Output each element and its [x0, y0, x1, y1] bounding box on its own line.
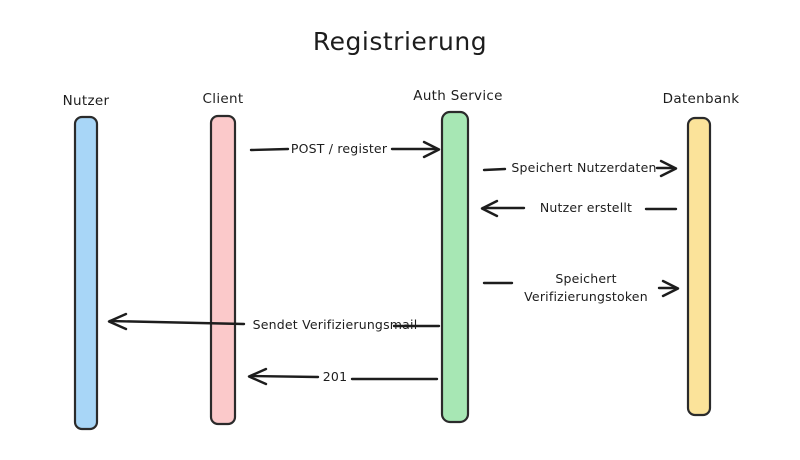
- message-post-register[interactable]: POST / register: [249, 140, 441, 159]
- message-label: POST / register: [291, 141, 388, 156]
- arrow-head-right-icon: [661, 279, 680, 298]
- message-speichert-nutzerdaten[interactable]: Speichert Nutzerdaten: [482, 159, 678, 178]
- arrow-head-left-icon: [247, 367, 268, 386]
- participant-label-client: Client: [203, 91, 244, 107]
- message-nutzer-erstellt[interactable]: Nutzer erstellt: [480, 199, 678, 218]
- message-line: [108, 319, 246, 326]
- participant-label-auth-service: Auth Service: [413, 88, 502, 104]
- arrow-head-right-icon: [659, 159, 678, 178]
- message-label: Sendet Verifizierungsmail: [253, 317, 418, 332]
- participant-nutzer[interactable]: Nutzer: [63, 93, 110, 431]
- message-label-line2: Verifizierungstoken: [524, 289, 648, 304]
- page-title: Registrierung: [313, 27, 487, 56]
- message-line: [482, 167, 507, 172]
- lifeline-bar-client[interactable]: [209, 114, 237, 426]
- message-line: [249, 147, 290, 152]
- message-speichert-verifizierungstoken[interactable]: Speichert Verifizierungstoken: [482, 271, 680, 304]
- lifeline-bar-datenbank[interactable]: [686, 116, 712, 417]
- message-label: Nutzer erstellt: [540, 200, 632, 215]
- arrow-head-right-icon: [422, 140, 441, 159]
- participant-datenbank[interactable]: Datenbank: [663, 91, 740, 417]
- arrow-head-left-icon: [107, 312, 128, 331]
- message-sendet-verifizierungsmail[interactable]: Sendet Verifizierungsmail: [107, 312, 441, 332]
- message-201[interactable]: 201: [247, 367, 439, 386]
- lifeline-bar-auth-service[interactable]: [440, 110, 470, 424]
- arrow-head-left-icon: [480, 199, 499, 218]
- message-line: [249, 374, 320, 379]
- message-label-line1: Speichert: [555, 271, 616, 286]
- participant-label-nutzer: Nutzer: [63, 93, 110, 109]
- participant-label-datenbank: Datenbank: [663, 91, 740, 107]
- message-label: Speichert Nutzerdaten: [511, 160, 656, 175]
- participant-auth-service[interactable]: Auth Service: [413, 88, 502, 424]
- participant-client[interactable]: Client: [203, 91, 244, 426]
- lifeline-bar-nutzer[interactable]: [73, 115, 99, 431]
- message-label: 201: [323, 369, 347, 384]
